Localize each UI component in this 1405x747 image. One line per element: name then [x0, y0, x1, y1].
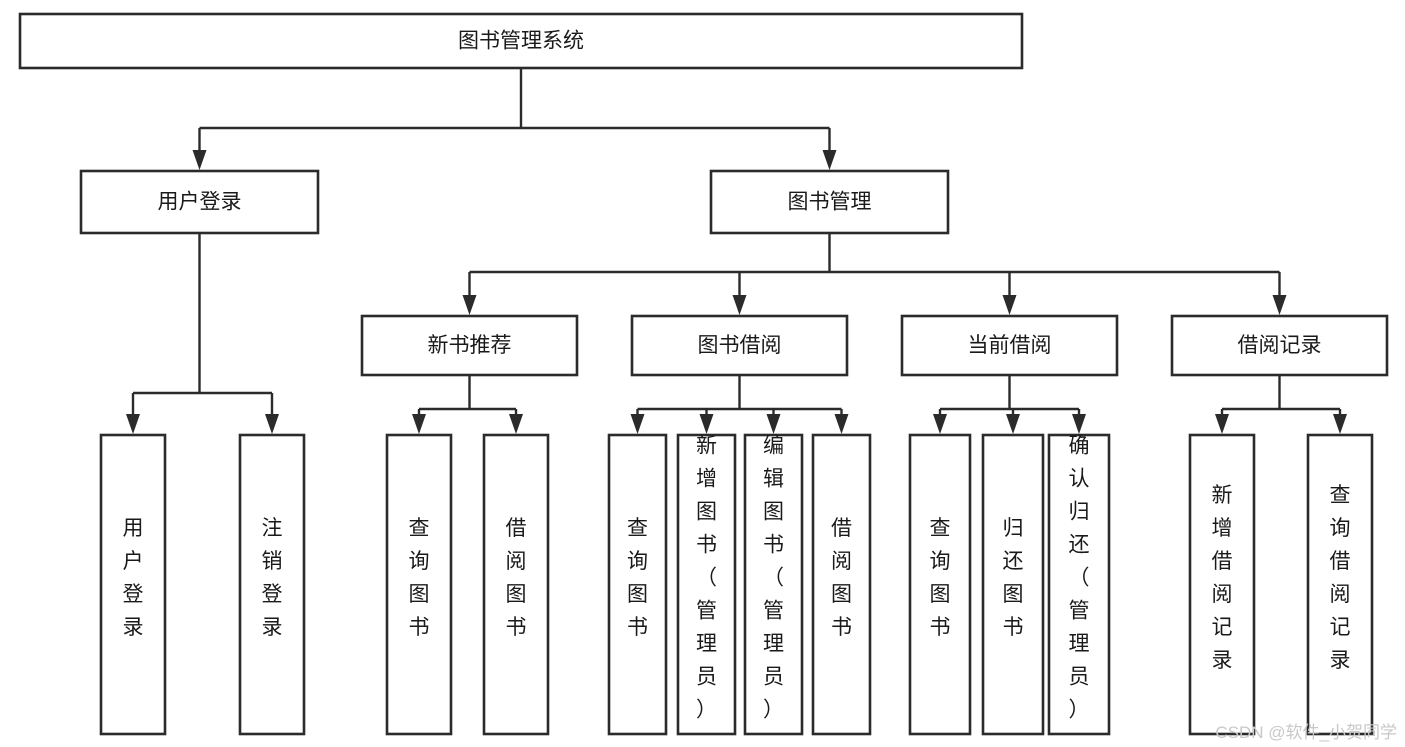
node-label-leaf-borrow-book-recommend: 借阅图书: [506, 517, 527, 639]
node-leaf-return-book[interactable]: 归还图书: [981, 433, 1045, 736]
node-boxes: 图书管理系统用户登录图书管理新书推荐图书借阅当前借阅借阅记录用户登录注销登录查询…: [18, 12, 1389, 736]
node-label-leaf-user-logout: 注销登录: [262, 517, 283, 639]
node-label-leaf-confirm-return-admin: 确认归还（管理员）: [1069, 435, 1090, 722]
csdn-watermark: CSDN @软件_小贺同学: [1215, 723, 1397, 742]
node-box-leaf-user-logout: [238, 433, 306, 736]
node-leaf-user-logout[interactable]: 注销登录: [238, 433, 306, 736]
node-box-user-login: [79, 169, 320, 235]
node-leaf-edit-book-admin[interactable]: 编辑图书（管理员）: [743, 433, 804, 736]
arrow-head-icon: [630, 414, 645, 434]
node-label-leaf-query-book-recommend: 查询图书: [409, 517, 430, 639]
node-box-leaf-return-book: [981, 433, 1045, 736]
node-borrow-record[interactable]: 借阅记录: [1170, 314, 1389, 377]
arrow-head-icon: [412, 414, 426, 434]
node-leaf-user-login[interactable]: 用户登录: [99, 433, 167, 736]
connector-lines: [126, 68, 1347, 434]
node-leaf-confirm-return-admin[interactable]: 确认归还（管理员）: [1047, 433, 1111, 736]
node-leaf-query-book-current[interactable]: 查询图书: [908, 433, 972, 736]
arrow-head-icon: [1072, 414, 1086, 434]
node-box-leaf-confirm-return-admin: [1047, 433, 1111, 736]
arrow-head-icon: [699, 414, 714, 434]
node-box-leaf-add-book-admin: [676, 433, 737, 736]
node-box-current-borrow: [900, 314, 1119, 377]
node-label-leaf-query-book-current: 查询图书: [930, 517, 951, 639]
node-new-book-recommend[interactable]: 新书推荐: [360, 314, 579, 377]
arrow-head-icon: [834, 414, 849, 434]
node-label-user-login: 用户登录: [158, 191, 242, 214]
node-box-leaf-add-borrow-record: [1188, 433, 1256, 736]
node-box-leaf-borrow-book: [811, 433, 872, 736]
node-box-leaf-query-book-current: [908, 433, 972, 736]
arrow-head-icon: [462, 295, 477, 315]
node-box-leaf-edit-book-admin: [743, 433, 804, 736]
node-box-leaf-borrow-book-recommend: [482, 433, 550, 736]
node-leaf-add-borrow-record[interactable]: 新增借阅记录: [1188, 433, 1256, 736]
node-leaf-borrow-book[interactable]: 借阅图书: [811, 433, 872, 736]
node-label-leaf-query-borrow-record: 查询借阅记录: [1330, 484, 1351, 672]
arrow-head-icon: [933, 414, 947, 434]
node-leaf-query-book-recommend[interactable]: 查询图书: [385, 433, 453, 736]
arrow-head-icon: [1002, 295, 1017, 315]
arrow-head-icon: [766, 414, 781, 434]
node-box-leaf-query-borrow-record: [1306, 433, 1374, 736]
arrow-head-icon: [509, 414, 523, 434]
node-label-leaf-edit-book-admin: 编辑图书（管理员）: [763, 435, 784, 722]
node-box-book-management: [709, 169, 950, 235]
node-box-leaf-user-login: [99, 433, 167, 736]
node-user-login[interactable]: 用户登录: [79, 169, 320, 235]
node-label-borrow-record: 借阅记录: [1238, 334, 1322, 357]
node-box-book-borrow: [630, 314, 849, 377]
node-label-leaf-user-login: 用户登录: [123, 517, 144, 639]
node-box-new-book-recommend: [360, 314, 579, 377]
node-root[interactable]: 图书管理系统: [18, 12, 1024, 70]
node-label-leaf-add-borrow-record: 新增借阅记录: [1212, 484, 1233, 672]
node-book-management[interactable]: 图书管理: [709, 169, 950, 235]
node-label-leaf-query-book-borrow: 查询图书: [627, 517, 648, 639]
node-label-book-borrow: 图书借阅: [698, 334, 782, 357]
node-book-borrow[interactable]: 图书借阅: [630, 314, 849, 377]
arrow-head-icon: [732, 295, 747, 315]
arrow-head-icon: [1333, 414, 1347, 434]
node-label-current-borrow: 当前借阅: [968, 334, 1052, 357]
arrow-head-icon: [1272, 295, 1287, 315]
node-box-borrow-record: [1170, 314, 1389, 377]
node-current-borrow[interactable]: 当前借阅: [900, 314, 1119, 377]
node-box-root: [18, 12, 1024, 70]
arrow-head-icon: [126, 414, 140, 434]
node-leaf-query-book-borrow[interactable]: 查询图书: [607, 433, 668, 736]
node-label-leaf-add-book-admin: 新增图书（管理员）: [696, 435, 717, 722]
arrow-head-icon: [265, 414, 279, 434]
node-leaf-query-borrow-record[interactable]: 查询借阅记录: [1306, 433, 1374, 736]
node-label-root: 图书管理系统: [458, 30, 584, 53]
node-label-leaf-borrow-book: 借阅图书: [831, 517, 852, 639]
node-leaf-add-book-admin[interactable]: 新增图书（管理员）: [676, 433, 737, 736]
arrow-head-icon: [822, 150, 837, 170]
node-label-book-management: 图书管理: [788, 191, 872, 214]
node-box-leaf-query-book-borrow: [607, 433, 668, 736]
node-label-new-book-recommend: 新书推荐: [428, 334, 512, 357]
arrow-head-icon: [1006, 414, 1020, 434]
node-leaf-borrow-book-recommend[interactable]: 借阅图书: [482, 433, 550, 736]
arrow-head-icon: [1215, 414, 1229, 434]
node-label-leaf-return-book: 归还图书: [1003, 517, 1024, 639]
node-box-leaf-query-book-recommend: [385, 433, 453, 736]
arrow-head-icon: [192, 150, 207, 170]
